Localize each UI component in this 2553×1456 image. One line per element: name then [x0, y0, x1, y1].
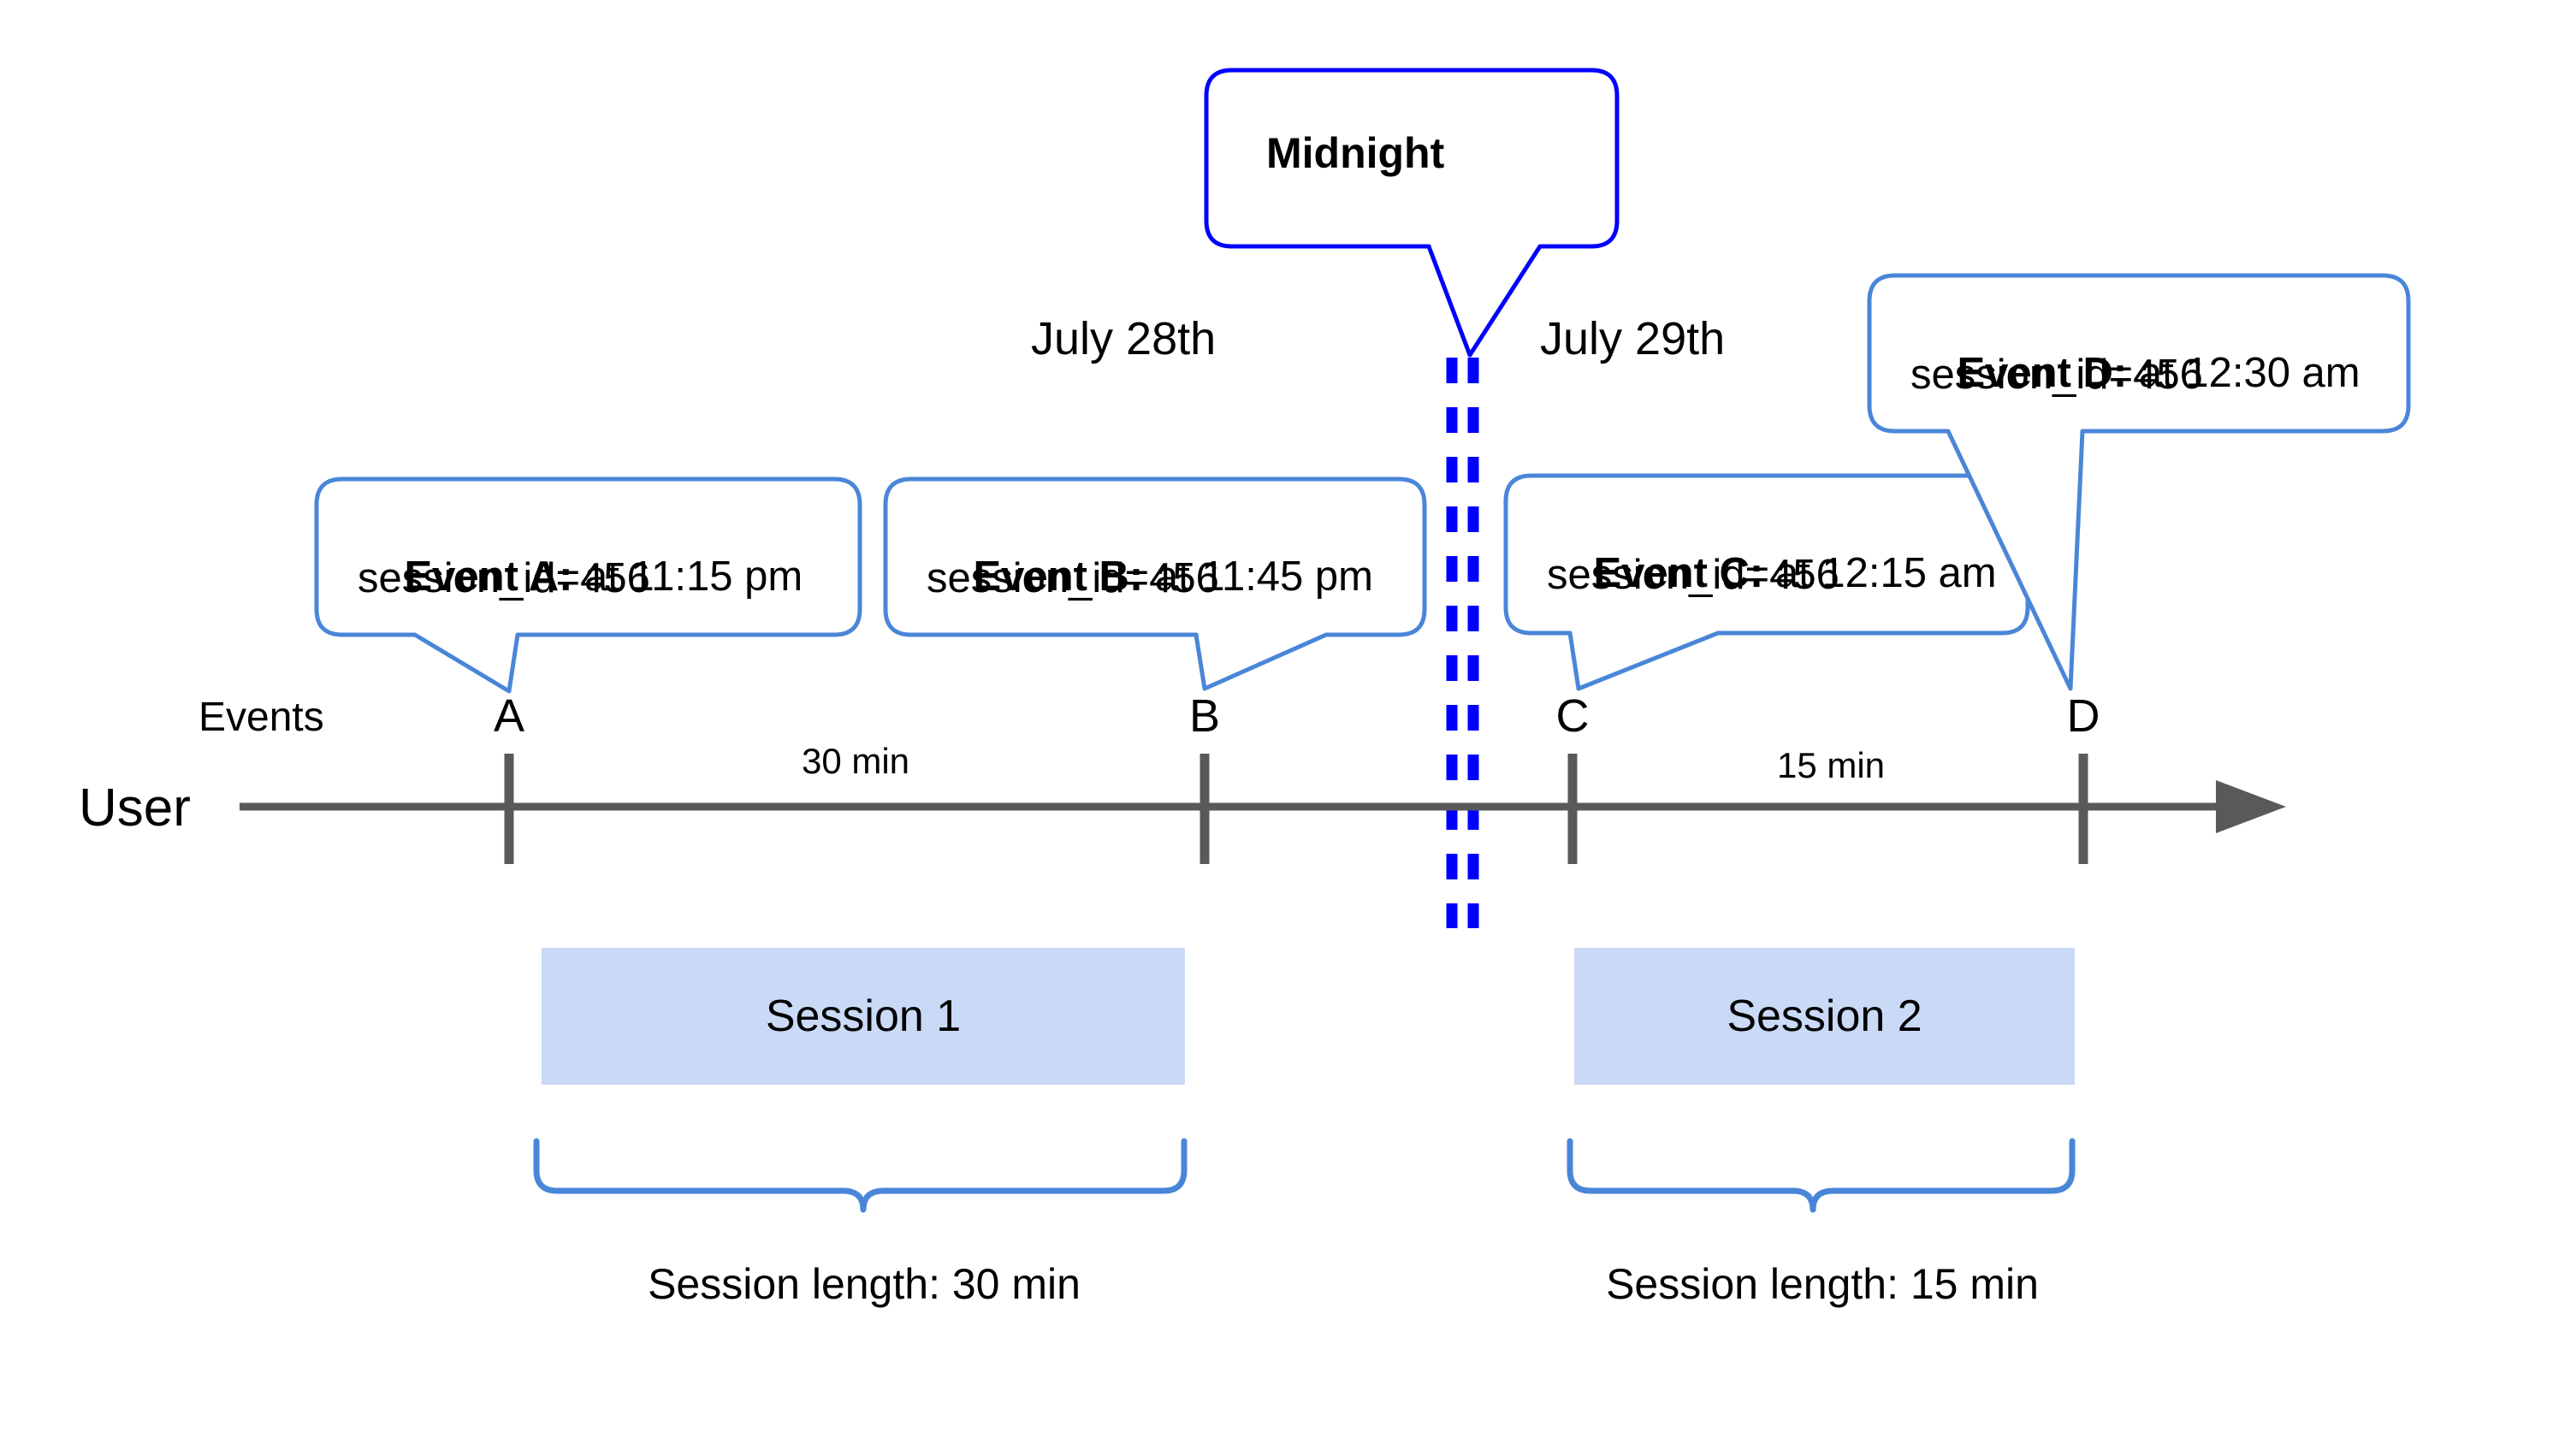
session-2-brace [1567, 1138, 2076, 1213]
row-label-user: User [79, 778, 191, 837]
interval-label-15-min: 15 min [1776, 745, 1886, 785]
row-label-events: Events [198, 695, 324, 740]
midnight-divider-lines [1446, 358, 1479, 928]
session-2-length-caption: Session length: 15 min [1606, 1260, 2039, 1308]
event-a-callout-line1: Event A: at 11:15 pm [358, 503, 803, 651]
interval-label-30-min: 30 min [801, 741, 910, 781]
event-a-lead: Event A: [404, 553, 573, 600]
timeline-axis [240, 780, 2286, 833]
event-c-callout-line1: Event C: at 12:15 am [1547, 500, 1997, 648]
event-marker-letter-d: D [2066, 690, 2100, 742]
event-d-callout-line2: session_id=456 [1910, 352, 2203, 398]
event-b-callout-line2: session_id=456 [927, 555, 1219, 601]
day-label-july-29: July 29th [1540, 313, 1726, 364]
event-c-lead: Event C: [1593, 549, 1764, 596]
event-d-lead: Event D: [1957, 349, 2128, 396]
event-a-detail: at 11:15 pm [572, 553, 803, 600]
event-b-detail: at 11:45 pm [1143, 553, 1373, 600]
event-marker-letter-a: A [493, 690, 525, 742]
session-2-bar: Session 2 [1574, 948, 2075, 1085]
event-c-detail: at 12:15 am [1763, 549, 1997, 596]
midnight-label: Midnight [1266, 129, 1445, 177]
session-1-bar-label: Session 1 [765, 991, 962, 1041]
event-d-callout-line1: Event D: at 12:30 am [1910, 299, 2360, 447]
day-label-july-28: July 28th [1031, 313, 1217, 364]
event-marker-letter-c: C [1555, 690, 1590, 742]
event-b-callout-line1: Event B: at 11:45 pm [927, 503, 1373, 651]
session-1-brace [533, 1138, 1188, 1213]
event-c-callout-line2: session_id=456 [1547, 552, 1839, 598]
event-marker-letter-b: B [1188, 690, 1221, 742]
session-2-bar-label: Session 2 [1727, 991, 1922, 1041]
session-1-bar: Session 1 [542, 948, 1185, 1085]
event-d-detail: at 12:30 am [2127, 349, 2360, 396]
event-a-callout-line2: session_id=456 [358, 555, 650, 601]
event-b-lead: Event B: [973, 553, 1144, 600]
session-1-length-caption: Session length: 30 min [648, 1260, 1081, 1308]
